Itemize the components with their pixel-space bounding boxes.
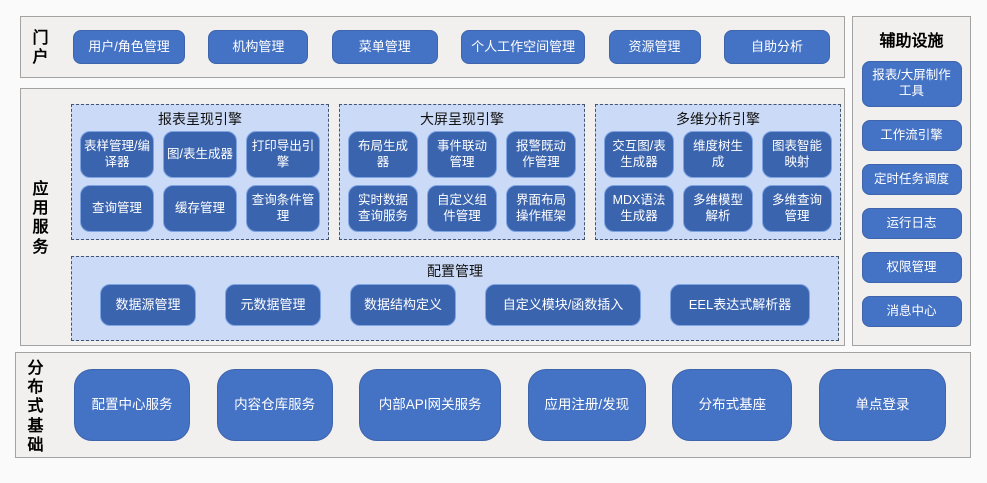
box-cache-mgmt: 缓存管理: [163, 185, 237, 232]
box-layout-generator: 布局生成器: [348, 131, 418, 178]
box-run-log: 运行日志: [861, 208, 962, 239]
group-title: 配置管理: [427, 263, 483, 279]
box-print-export-engine: 打印导出引擎: [246, 131, 320, 178]
group-config-mgmt: 配置管理 数据源管理 元数据管理 数据结构定义 自定义模块/函数插入 EEL表达…: [71, 256, 839, 341]
portal-box-self-analysis: 自助分析: [723, 30, 830, 64]
group-title: 报表呈现引擎: [158, 111, 242, 127]
portal-section: 门户 用户/角色管理 机构管理 菜单管理 个人工作空间管理 资源管理 自助分析: [20, 16, 845, 78]
auxiliary-facilities-title: 辅助设施: [879, 33, 944, 50]
box-datasource-mgmt: 数据源管理: [100, 284, 196, 326]
box-chart-table-generator: 图/表生成器: [163, 131, 237, 178]
distributed-foundation-label: 分布式基础: [27, 360, 44, 454]
box-query-condition-mgmt: 查询条件管理: [246, 185, 320, 232]
box-metadata-mgmt: 元数据管理: [225, 284, 321, 326]
box-chart-smart-mapping: 图表智能映射: [762, 131, 832, 178]
portal-box-user-role-mgmt: 用户/角色管理: [73, 30, 185, 64]
box-style-mgmt-compiler: 表样管理/编译器: [80, 131, 154, 178]
box-workflow-engine: 工作流引擎: [861, 120, 962, 151]
app-services-section: 应用服务 报表呈现引擎 表样管理/编译器 图/表生成器 打印导出引擎 查询管理 …: [20, 88, 845, 346]
box-alarm-action-mgmt: 报警既动作管理: [506, 131, 576, 178]
engine-groups: 报表呈现引擎 表样管理/编译器 图/表生成器 打印导出引擎 查询管理 缓存管理 …: [71, 104, 841, 240]
portal-row: 用户/角色管理 机构管理 菜单管理 个人工作空间管理 资源管理 自助分析: [73, 30, 830, 64]
box-custom-component-mgmt: 自定义组件管理: [427, 185, 497, 232]
group-olap-engine: 多维分析引擎 交互图/表生成器 维度树生成 图表智能映射 MDX语法生成器 多维…: [595, 104, 841, 240]
box-single-sign-on: 单点登录: [818, 369, 946, 441]
auxiliary-facilities-section: 辅助设施 报表/大屏制作工具 工作流引擎 定时任务调度 运行日志 权限管理 消息…: [852, 16, 971, 346]
portal-section-label: 门户: [32, 30, 49, 67]
portal-box-org-mgmt: 机构管理: [208, 30, 309, 64]
portal-box-resource-mgmt: 资源管理: [608, 30, 701, 64]
box-permission-mgmt: 权限管理: [861, 252, 962, 283]
group-report-engine: 报表呈现引擎 表样管理/编译器 图/表生成器 打印导出引擎 查询管理 缓存管理 …: [71, 104, 329, 240]
box-interactive-chart-generator: 交互图/表生成器: [604, 131, 674, 178]
box-ui-layout-framework: 界面布局操作框架: [506, 185, 576, 232]
box-eel-expression-parser: EEL表达式解析器: [670, 284, 810, 326]
box-custom-module-function: 自定义模块/函数插入: [485, 284, 641, 326]
box-message-center: 消息中心: [861, 296, 962, 327]
box-config-center-service: 配置中心服务: [74, 369, 190, 441]
portal-box-menu-mgmt: 菜单管理: [331, 30, 438, 64]
box-internal-api-gateway: 内部API网关服务: [359, 369, 502, 441]
box-data-structure-def: 数据结构定义: [350, 284, 456, 326]
box-dimension-tree-gen: 维度树生成: [683, 131, 753, 178]
box-query-mgmt: 查询管理: [80, 185, 154, 232]
box-multidim-query-mgmt: 多维查询管理: [762, 185, 832, 232]
group-bigscreen-engine: 大屏呈现引擎 布局生成器 事件联动管理 报警既动作管理 实时数据查询服务 自定义…: [339, 104, 585, 240]
box-distributed-base: 分布式基座: [672, 369, 793, 441]
box-mdx-syntax-generator: MDX语法生成器: [604, 185, 674, 232]
box-scheduled-task: 定时任务调度: [861, 164, 962, 195]
box-multidim-model-parse: 多维模型解析: [683, 185, 753, 232]
box-app-register-discovery: 应用注册/发现: [527, 369, 646, 441]
box-content-repo-service: 内容仓库服务: [216, 369, 333, 441]
group-title: 多维分析引擎: [676, 111, 760, 127]
box-realtime-data-query: 实时数据查询服务: [348, 185, 418, 232]
portal-box-workspace-mgmt: 个人工作空间管理: [461, 30, 586, 64]
box-report-bigscreen-tool: 报表/大屏制作工具: [861, 61, 962, 107]
box-event-linkage-mgmt: 事件联动管理: [427, 131, 497, 178]
app-services-section-label: 应用服务: [32, 181, 49, 256]
distributed-foundation-section: 分布式基础 配置中心服务 内容仓库服务 内部API网关服务 应用注册/发现 分布…: [15, 352, 971, 458]
group-title: 大屏呈现引擎: [420, 111, 504, 127]
